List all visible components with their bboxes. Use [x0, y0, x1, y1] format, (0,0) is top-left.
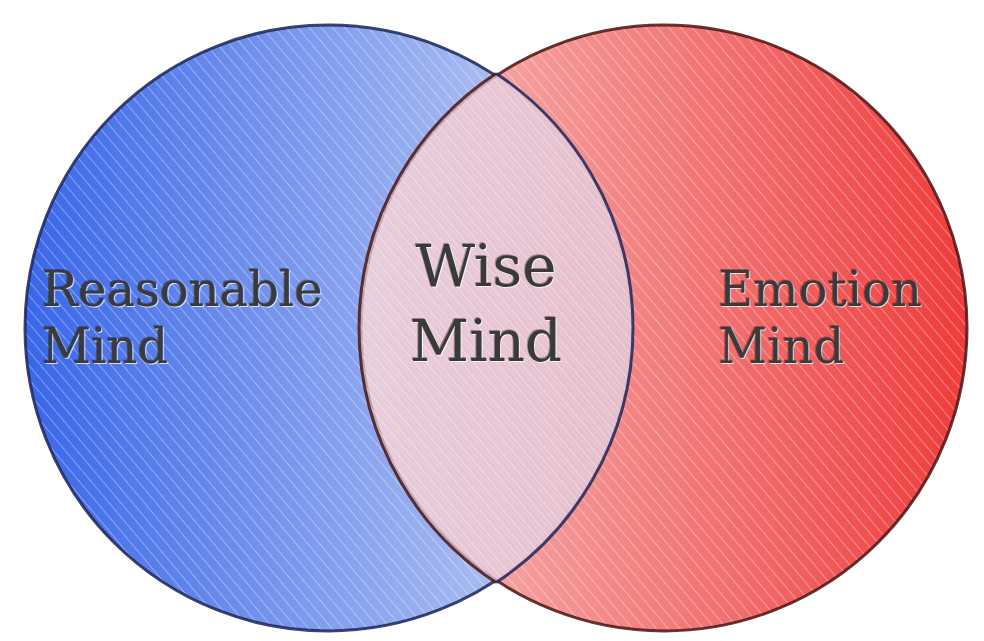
pencil-hatch [359, 73, 633, 582]
mind-label: Reasonable Mind [42, 261, 342, 374]
overlap-fill [359, 73, 633, 582]
mind-label: Emotion Mind [718, 261, 958, 374]
mind-label: Wise Mind [366, 229, 606, 380]
wise-mind-overlap: Wise Mind [359, 73, 633, 583]
